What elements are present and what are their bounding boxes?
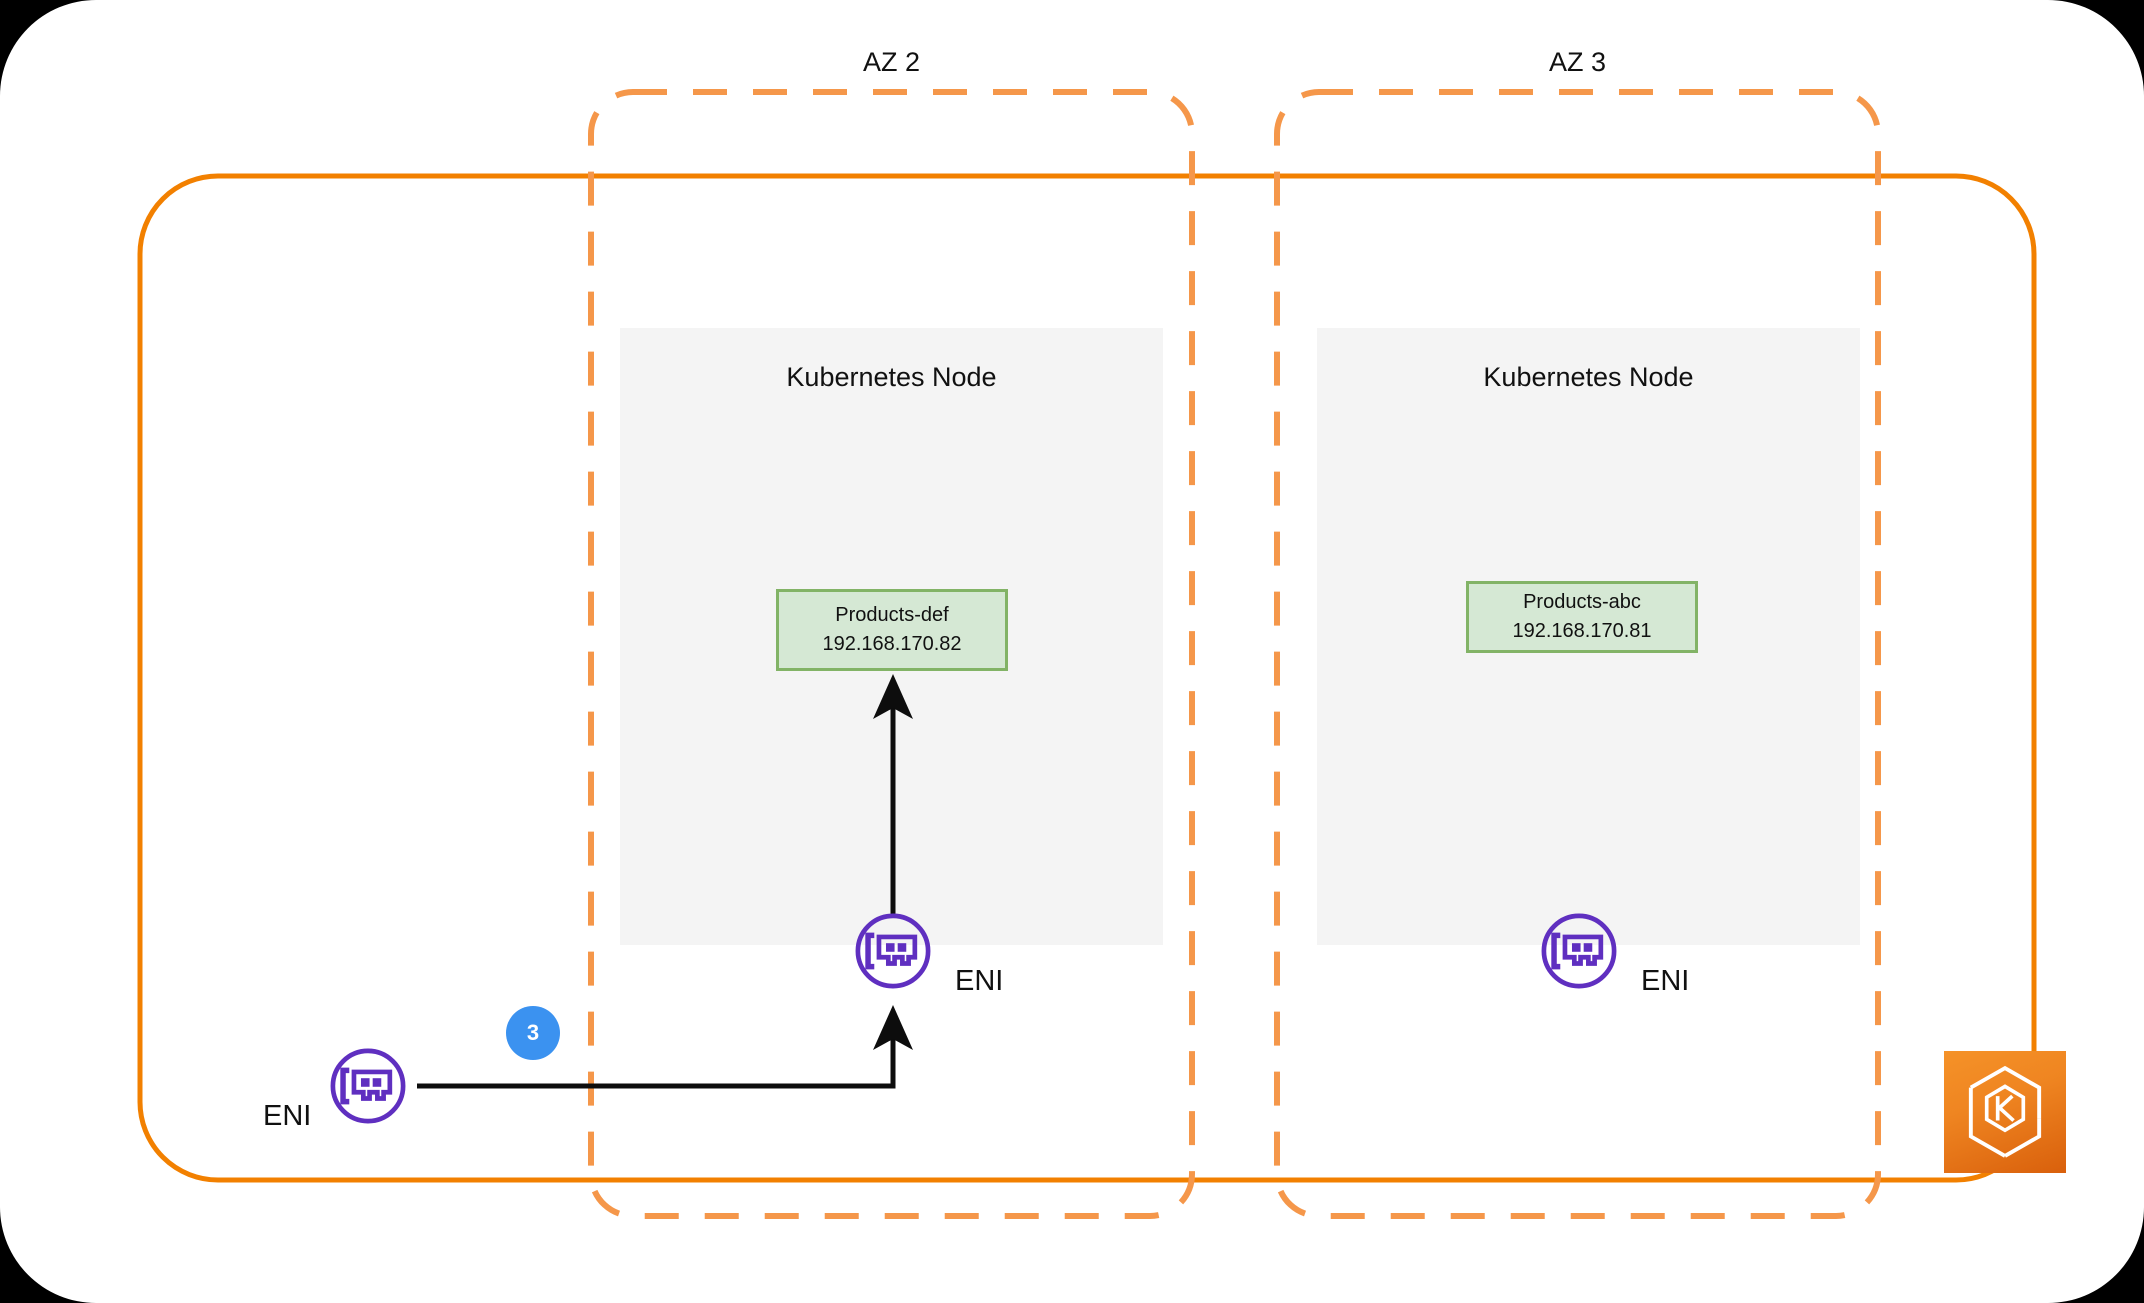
pod-products-abc[interactable]: Products-abc 192.168.170.81 xyxy=(1466,581,1698,653)
eks-hexagon-icon xyxy=(1968,1065,2042,1158)
az-label-az2: AZ 2 xyxy=(862,47,921,77)
arrow-vpc-eni-to-node-eni xyxy=(417,1004,913,1089)
step-badge-3-number: 3 xyxy=(526,1020,540,1045)
network-interface-icon xyxy=(1541,913,1617,989)
pod-products-def[interactable]: Products-def 192.168.170.82 xyxy=(776,589,1008,671)
node-title-az3: Kubernetes Node xyxy=(1483,362,1694,392)
network-interface-icon xyxy=(330,1048,406,1124)
az-3-boundary xyxy=(1274,89,1881,1219)
eni-label-az2-node: ENI xyxy=(955,965,1004,997)
az-label-az3: AZ 3 xyxy=(1548,47,1607,77)
pod-name-products-abc: Products-abc xyxy=(1523,591,1641,613)
pod-ip-products-abc: 192.168.170.81 xyxy=(1512,620,1652,642)
eni-label-az3-node: ENI xyxy=(1641,965,1690,997)
pod-ip-products-def: 192.168.170.82 xyxy=(822,633,962,655)
eni-label-vpc-left: ENI xyxy=(263,1100,312,1132)
vpc-boundary xyxy=(137,173,2037,1183)
amazon-eks-icon[interactable] xyxy=(1944,1051,2066,1173)
eni-vpc-left[interactable] xyxy=(329,1047,407,1125)
pod-name-products-def: Products-def xyxy=(835,604,949,626)
eni-az3-node[interactable] xyxy=(1540,912,1618,990)
eni-az2-node[interactable] xyxy=(854,912,932,990)
node-title-az2: Kubernetes Node xyxy=(786,362,997,392)
az-2-boundary xyxy=(588,89,1195,1219)
step-badge-3: 3 xyxy=(506,1006,560,1060)
network-interface-icon xyxy=(855,913,931,989)
